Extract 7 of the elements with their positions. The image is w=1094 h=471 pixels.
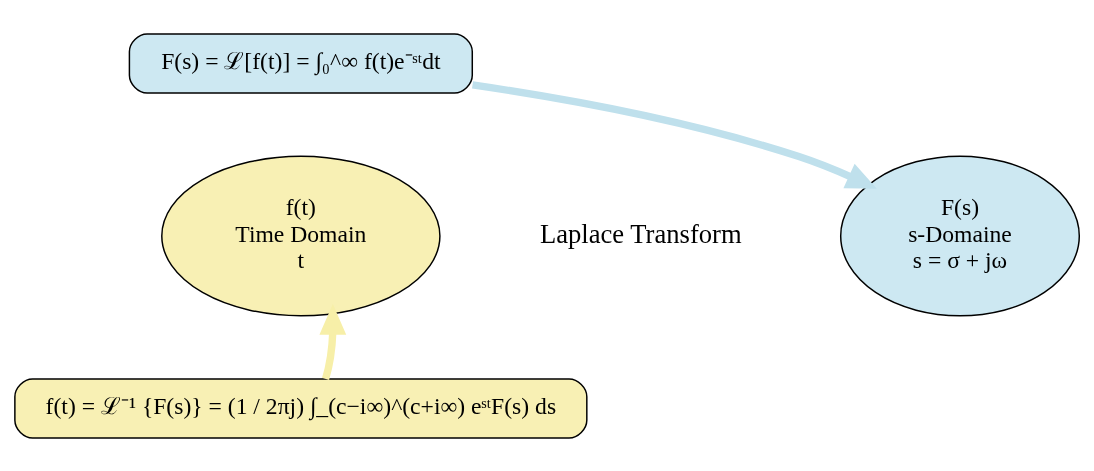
node-ellipse: F(s) s-Domaine s = σ + jω bbox=[839, 155, 1081, 316]
node-box: F(s) = ℒ[f(t)] = ∫₀^∞ f(t)e⁻ˢᵗdt bbox=[128, 32, 473, 94]
node-ellipse: f(t) Time Domain t bbox=[161, 155, 441, 316]
label: Laplace Transform bbox=[539, 218, 742, 248]
node-box: f(t) = ℒ⁻¹ {F(s)} = (1 / 2πj) ∫_(c−i∞)^(c+i∞) eˢᵗF(s) ds bbox=[14, 377, 588, 439]
arrow bbox=[319, 303, 347, 380]
arrow bbox=[472, 80, 877, 189]
